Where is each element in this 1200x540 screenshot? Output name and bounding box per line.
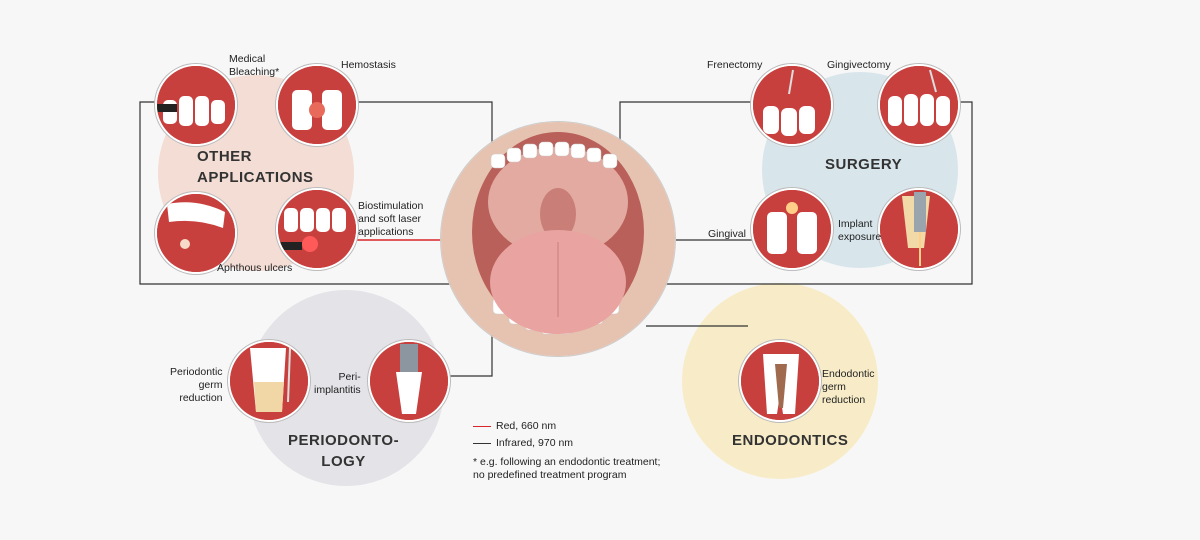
- legend-red-swatch: [473, 426, 491, 427]
- implant-exposure-image: [878, 188, 960, 270]
- label-gingival: Gingival: [708, 228, 746, 240]
- label-hemostasis: Hemostasis: [341, 59, 396, 71]
- legend-infrared-swatch: [473, 443, 491, 444]
- frenectomy-image: [751, 64, 833, 146]
- legend-footnote: * e.g. following an endodontic treatment…: [473, 456, 661, 481]
- periodontic-germ-reduction-image: [228, 340, 310, 422]
- gingivectomy-image: [878, 64, 960, 146]
- label-endodontic-germ-reduction: Endodontic germ reduction: [822, 368, 875, 406]
- endodontic-germ-reduction-image: [739, 340, 821, 422]
- aphthous-ulcers-image: [155, 192, 237, 274]
- hemostasis-image: [276, 64, 358, 146]
- category-endodontics: ENDODONTICS: [732, 432, 849, 449]
- open-mouth-illustration: [441, 122, 675, 356]
- medical-bleaching-image: [155, 64, 237, 146]
- label-medical-bleaching: Medical Bleaching*: [229, 53, 280, 78]
- category-periodontology: PERIODONTO- LOGY: [288, 432, 400, 470]
- label-implant-exposure: Implant exposure: [838, 218, 882, 243]
- label-frenectomy: Frenectomy: [707, 59, 763, 71]
- label-peri-implantitis: Peri- implantitis: [314, 371, 361, 396]
- label-aphthous-ulcers: Aphthous ulcers: [217, 262, 293, 274]
- gingival-image: [751, 188, 833, 270]
- legend-red-label: Red, 660 nm: [496, 420, 557, 432]
- label-biostimulation: Biostimulation and soft laser applicatio…: [358, 200, 424, 238]
- label-periodontic-germ-reduction: Periodontic germ reduction: [170, 366, 223, 404]
- peri-implantitis-image: [368, 340, 450, 422]
- legend-infrared-label: Infrared, 970 nm: [496, 437, 574, 449]
- label-gingivectomy: Gingivectomy: [827, 59, 891, 71]
- category-other-applications: OTHER APPLICATIONS: [197, 148, 314, 186]
- biostimulation-image: [276, 188, 358, 270]
- category-surgery: SURGERY: [825, 156, 903, 173]
